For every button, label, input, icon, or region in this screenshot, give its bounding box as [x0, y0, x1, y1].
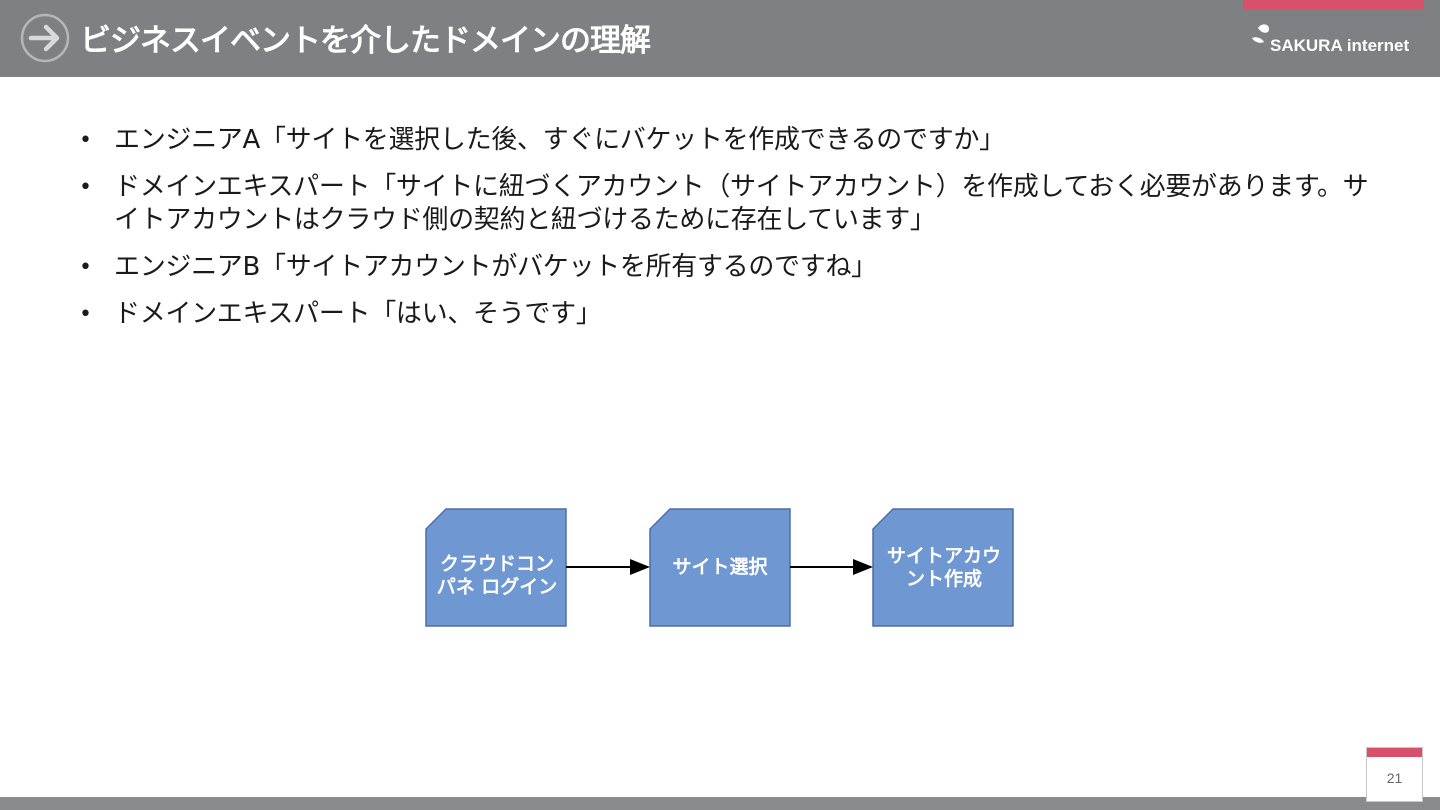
- logo-text: SAKURA internet: [1270, 36, 1410, 55]
- bullet-text: ドメインエキスパート「はい、そうです」: [114, 299, 602, 329]
- bullet-text: エンジニアA「サイトを選択した後、すぐにバケットを作成できるのですか」: [114, 125, 1005, 155]
- page-number-accent: [1367, 748, 1422, 757]
- slide-title: ビジネスイベントを介したドメインの理解: [80, 23, 651, 59]
- flow-node-label: クラウドコンパネ ログイン: [436, 553, 558, 598]
- bullet-text: ドメインエキスパート「サイトに紐づくアカウント（サイトアカウント）を作成しておく…: [114, 172, 1369, 235]
- flow-node-shape: [872, 508, 1014, 627]
- bullet-item: • ドメインエキスパート「サイトに紐づくアカウント（サイトアカウント）を作成して…: [74, 171, 1394, 237]
- bullet-marker: •: [79, 128, 92, 153]
- bullet-marker: •: [79, 255, 92, 280]
- bullet-list: • エンジニアA「サイトを選択した後、すぐにバケットを作成できるのですか」 • …: [74, 124, 1394, 345]
- flow-node-shape: [649, 508, 791, 627]
- slide-header: ビジネスイベントを介したドメインの理解 SAKURA internet: [0, 0, 1440, 77]
- bullet-item: • エンジニアB「サイトアカウントがバケットを所有するのですね」: [74, 251, 1394, 284]
- bullet-marker: •: [79, 302, 92, 327]
- sakura-petal-icon: [1252, 24, 1270, 43]
- page-number-box: 21: [1366, 747, 1423, 802]
- header-accent-bar: [1243, 0, 1424, 9]
- flow-node-shape: [425, 508, 567, 627]
- sakura-internet-logo: SAKURA internet: [1250, 22, 1420, 62]
- footer-bar: [0, 797, 1440, 810]
- bullet-item: • ドメインエキスパート「はい、そうです」: [74, 298, 1394, 331]
- bullet-marker: •: [79, 175, 92, 200]
- bullet-item: • エンジニアA「サイトを選択した後、すぐにバケットを作成できるのですか」: [74, 124, 1394, 157]
- arrow-right-circle-icon: [20, 13, 70, 63]
- flow-diagram: クラウドコンパネ ログイン サイト選択 サイトアカウント作成: [420, 505, 1020, 630]
- flow-node-label: サイト選択: [672, 556, 768, 578]
- flow-node-label: サイトアカウント作成: [886, 544, 1001, 590]
- page-number: 21: [1386, 770, 1403, 786]
- bullet-text: エンジニアB「サイトアカウントがバケットを所有するのですね」: [114, 252, 877, 282]
